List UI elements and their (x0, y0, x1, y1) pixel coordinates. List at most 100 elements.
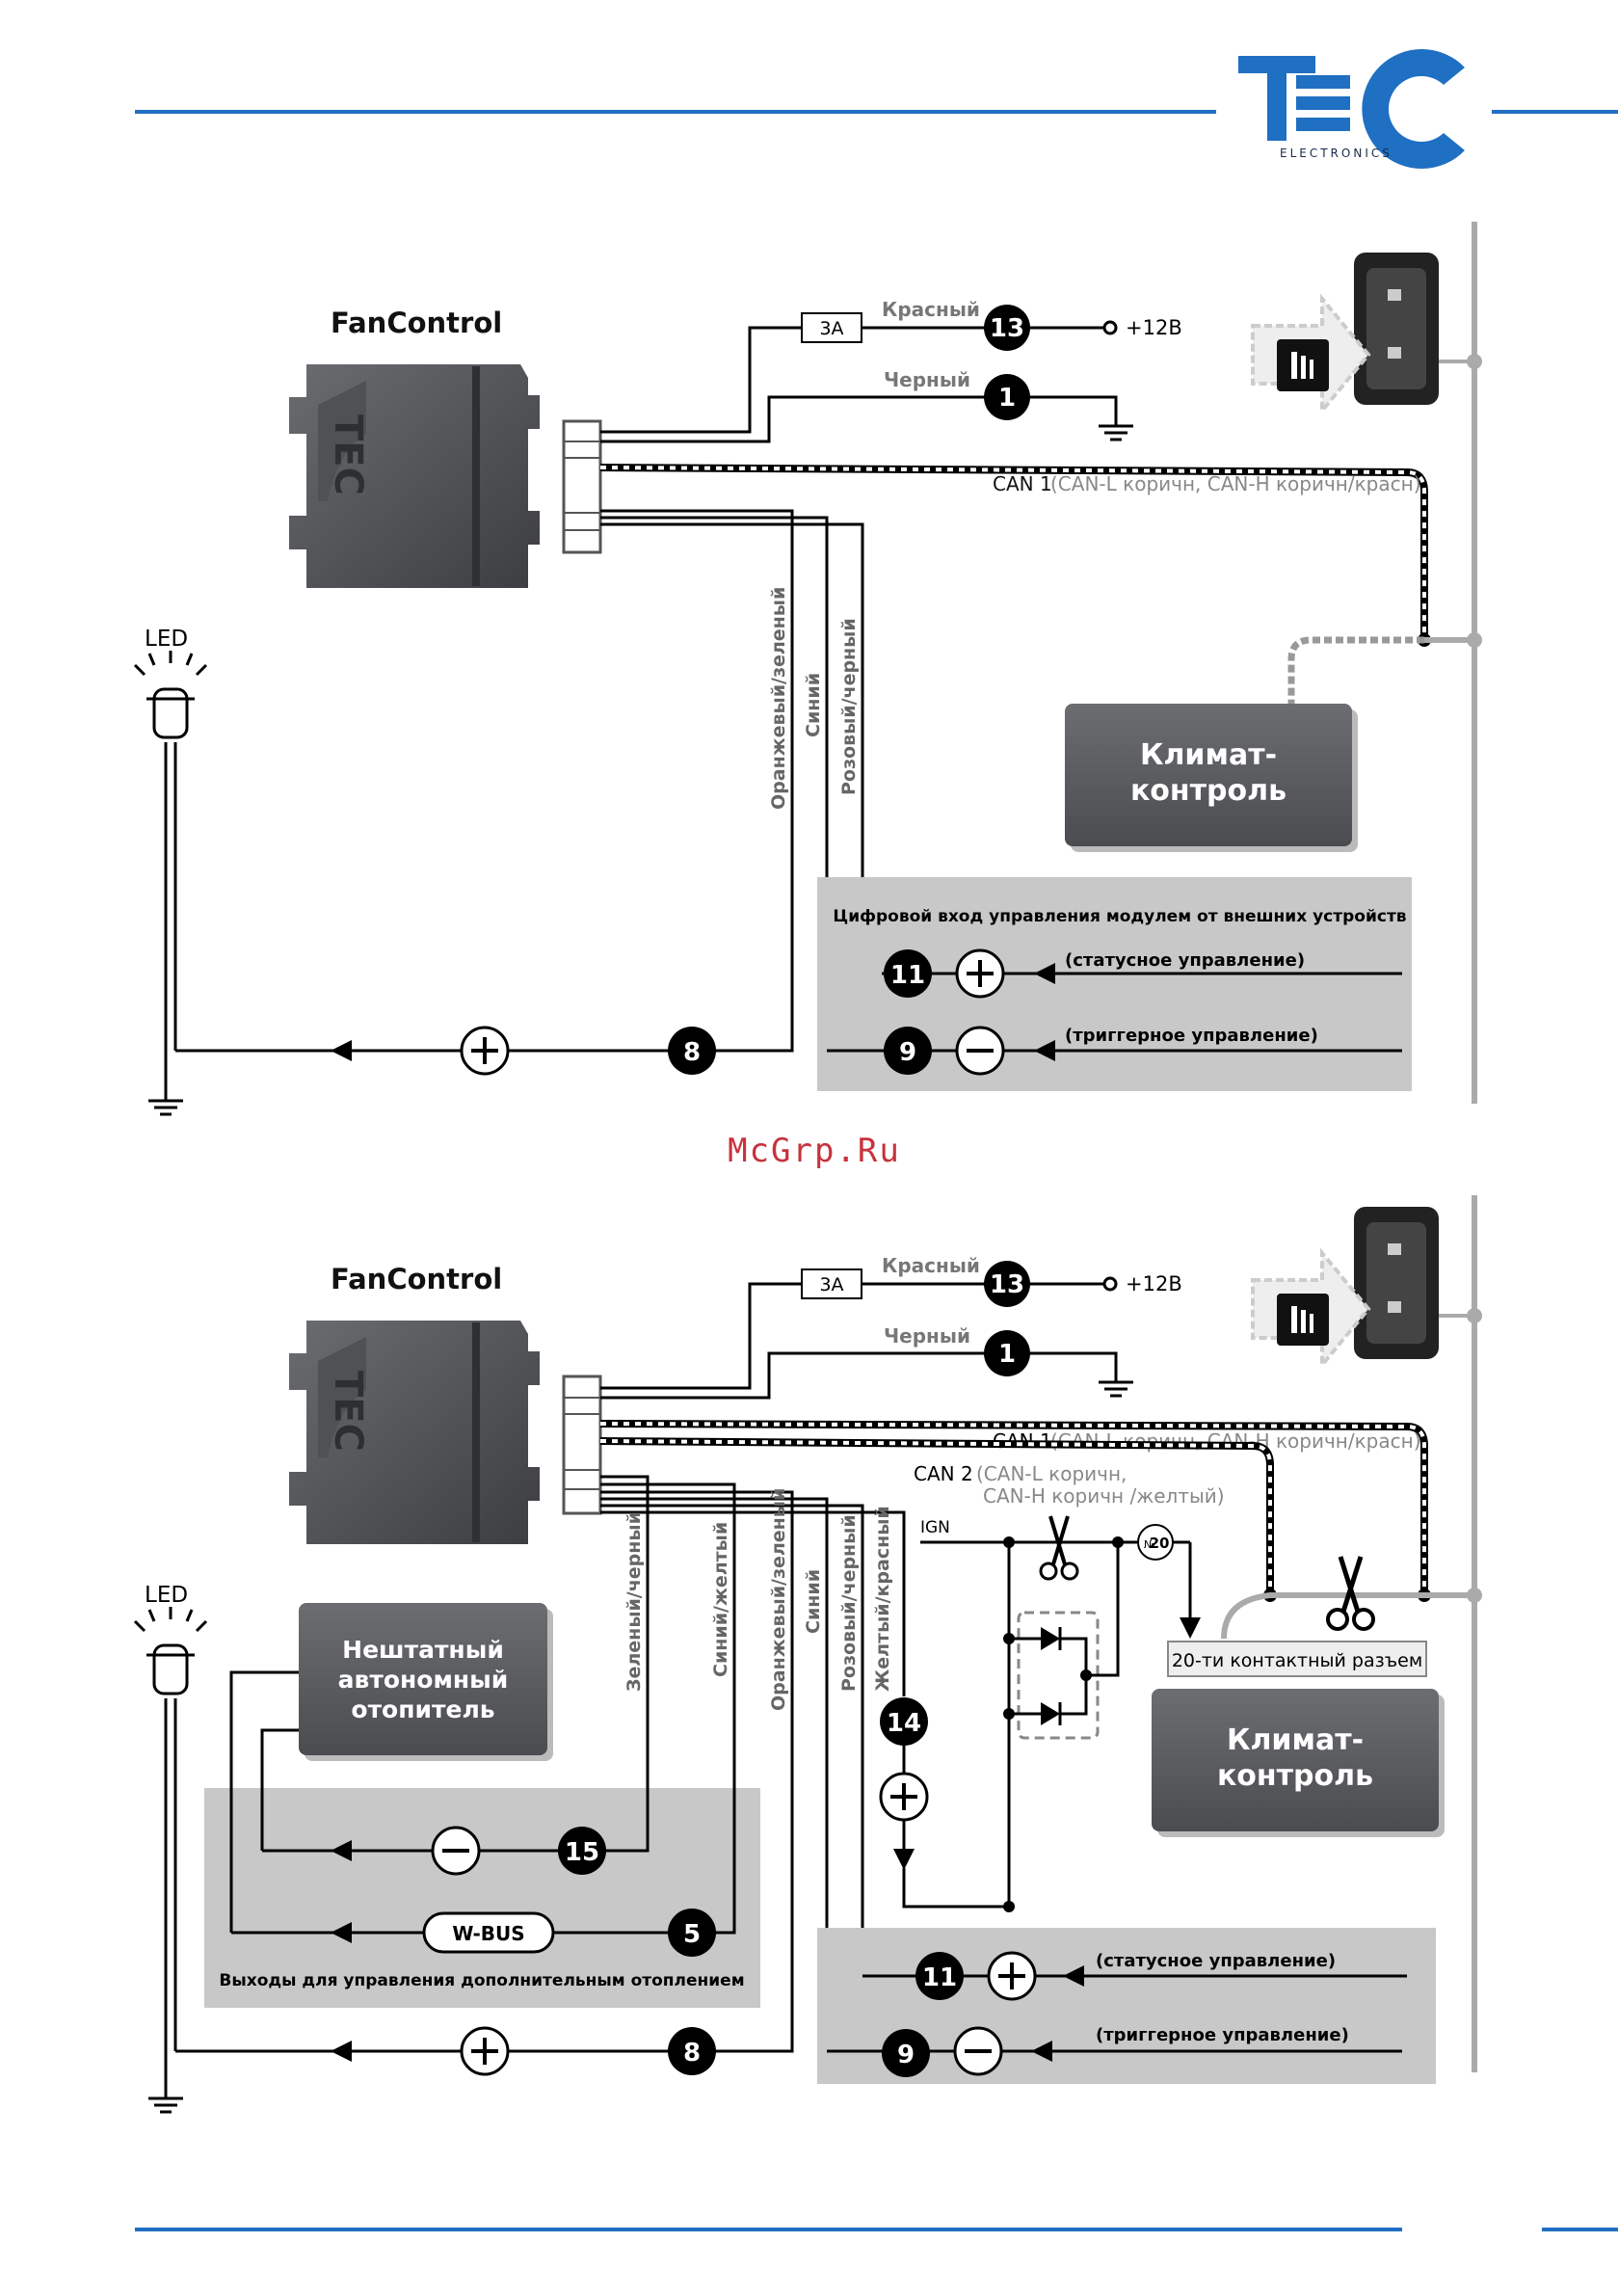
climate-control-box-2: Климат- контроль (1152, 1689, 1445, 1837)
svg-text:Красный: Красный (882, 1254, 980, 1277)
fuse-3a-2 (801, 1268, 862, 1299)
wire-red (600, 326, 802, 434)
unlock-icon (1388, 1243, 1401, 1255)
tec-logo: ELECTRONICS (1238, 48, 1465, 169)
fuse-3a (801, 312, 862, 343)
panel-title: Цифровой вход управления модулем от внеш… (833, 907, 1406, 926)
pin-1 (984, 374, 1030, 420)
scissors-icon (1326, 1556, 1375, 1631)
svg-text:15: 15 (565, 1838, 599, 1867)
module-title: FanControl (331, 307, 502, 339)
pin-8-2 (668, 2027, 716, 2075)
label-blue: Синий (803, 673, 824, 737)
svg-text:11: 11 (890, 961, 925, 990)
svg-text:автономный: автономный (338, 1666, 509, 1694)
svg-text:(CAN-L коричн,: (CAN-L коричн, (976, 1462, 1127, 1485)
svg-text:13: 13 (990, 1270, 1024, 1299)
svg-text:CAN 2: CAN 2 (914, 1462, 973, 1485)
svg-text:контроль: контроль (1217, 1759, 1373, 1793)
terminal-12v (1102, 320, 1118, 335)
svg-text:TEC: TEC (326, 414, 370, 495)
climate-control-box: Климат- контроль (1065, 704, 1358, 852)
watermark: McGrp.Ru (728, 1132, 901, 1170)
pin-8 (668, 1027, 716, 1075)
label-red: Красный (882, 298, 980, 321)
svg-text:Черный: Черный (884, 1324, 970, 1348)
svg-text:+12В: +12В (1126, 1272, 1182, 1295)
svg-text:Розовый/черный: Розовый/черный (838, 1514, 860, 1692)
pin-11-2 (915, 1952, 964, 2000)
label-orange-green: Оранжевый/зеленый (768, 587, 789, 810)
pin-14 (880, 1697, 928, 1746)
header: ELECTRONICS (135, 48, 1618, 169)
pin-15 (558, 1827, 606, 1875)
connector-block (562, 419, 602, 554)
diode-block (1017, 1611, 1100, 1740)
logo-subtitle: ELECTRONICS (1280, 147, 1393, 160)
svg-text:Оранжевый/зеленый: Оранжевый/зеленый (768, 1488, 789, 1711)
label-black: Черный (884, 368, 970, 391)
heater-box: Нештатный автономный отопитель (299, 1603, 553, 1761)
svg-text:8: 8 (683, 1038, 701, 1067)
pin-9 (884, 1027, 932, 1075)
wire-yellow-red (600, 1510, 906, 1696)
label-plus12v: +12В (1126, 316, 1182, 339)
fancontrol-module: TEC (289, 364, 540, 588)
svg-text:W-BUS: W-BUS (452, 1922, 524, 1945)
pin-13 (984, 305, 1030, 351)
svg-text:1: 1 (998, 384, 1016, 413)
svg-text:№: № (1144, 1538, 1154, 1551)
svg-text:9: 9 (897, 2041, 915, 2069)
svg-text:отопитель: отопитель (351, 1695, 494, 1723)
fuse-label: 3A (819, 318, 843, 339)
svg-text:8: 8 (683, 2039, 701, 2068)
label-pink-black: Розовый/черный (838, 618, 860, 795)
svg-text:14: 14 (887, 1709, 921, 1738)
led-label: LED (145, 627, 188, 652)
can1-detail: (CAN-L коричн, CAN-H коричн/красн) (1050, 472, 1421, 495)
pin-9-2 (882, 2029, 930, 2077)
can1-label: CAN 1 (993, 472, 1052, 495)
connector-20pin (1167, 1641, 1427, 1677)
svg-text:9: 9 (899, 1038, 916, 1067)
svg-text:13: 13 (990, 314, 1024, 343)
wbus-badge (422, 1911, 555, 1954)
svg-text:контроль: контроль (1130, 774, 1286, 808)
svg-text:Зеленый/черный: Зеленый/черный (623, 1511, 645, 1692)
led-icon (133, 651, 208, 739)
svg-text:(триггерное управление): (триггерное управление) (1065, 1026, 1318, 1046)
scissors-icon-2 (1039, 1515, 1079, 1581)
wire-orange-green (600, 509, 794, 1053)
svg-text:3A: 3A (819, 1274, 843, 1295)
led-icon-2 (133, 1607, 208, 1695)
svg-text:Синий: Синий (803, 1569, 824, 1634)
svg-text:Климат-: Климат- (1227, 1723, 1364, 1757)
svg-text:1: 1 (998, 1340, 1016, 1369)
keyfob-lock (1251, 253, 1439, 416)
fancontrol-module-2: TEC (289, 1321, 540, 1544)
digital-input-panel: Цифровой вход управления модулем от внеш… (817, 877, 1412, 1091)
svg-text:(статусное управление): (статусное управление) (1065, 950, 1305, 971)
svg-text:Желтый/красный: Желтый/красный (872, 1506, 893, 1692)
svg-text:TEC: TEC (326, 1371, 370, 1452)
svg-text:LED: LED (145, 1583, 188, 1608)
connector-block-2 (562, 1375, 602, 1515)
lock-icon (1388, 347, 1401, 359)
heating-outputs-panel: Выходы для управления дополнительным ото… (204, 1788, 760, 2008)
diagram-2: FanControl TEC 3A Красный 13 +12В Черный… (133, 1195, 1482, 2114)
unlock-icon (1388, 289, 1401, 301)
module-title-2: FanControl (331, 1263, 502, 1295)
svg-text:20: 20 (1150, 1535, 1170, 1552)
pin-11 (884, 949, 932, 998)
svg-text:Климат-: Климат- (1140, 738, 1277, 772)
svg-text:Выходы для управления дополнит: Выходы для управления дополнительным ото… (219, 1971, 744, 1990)
diagram-1: FanControl TEC 3A Красный 13 +12В Черный (133, 222, 1482, 1116)
svg-text:Нештатный: Нештатный (342, 1636, 504, 1664)
ign-label: IGN (920, 1518, 950, 1537)
svg-text:Синий/желтый: Синий/желтый (710, 1522, 731, 1677)
control-input-panel-2: 11 (статусное управление) 9 (триггерное … (817, 1928, 1436, 2084)
svg-text:5: 5 (683, 1920, 701, 1949)
svg-text:(статусное управление): (статусное управление) (1096, 1951, 1336, 1971)
wire-black (600, 395, 1118, 443)
